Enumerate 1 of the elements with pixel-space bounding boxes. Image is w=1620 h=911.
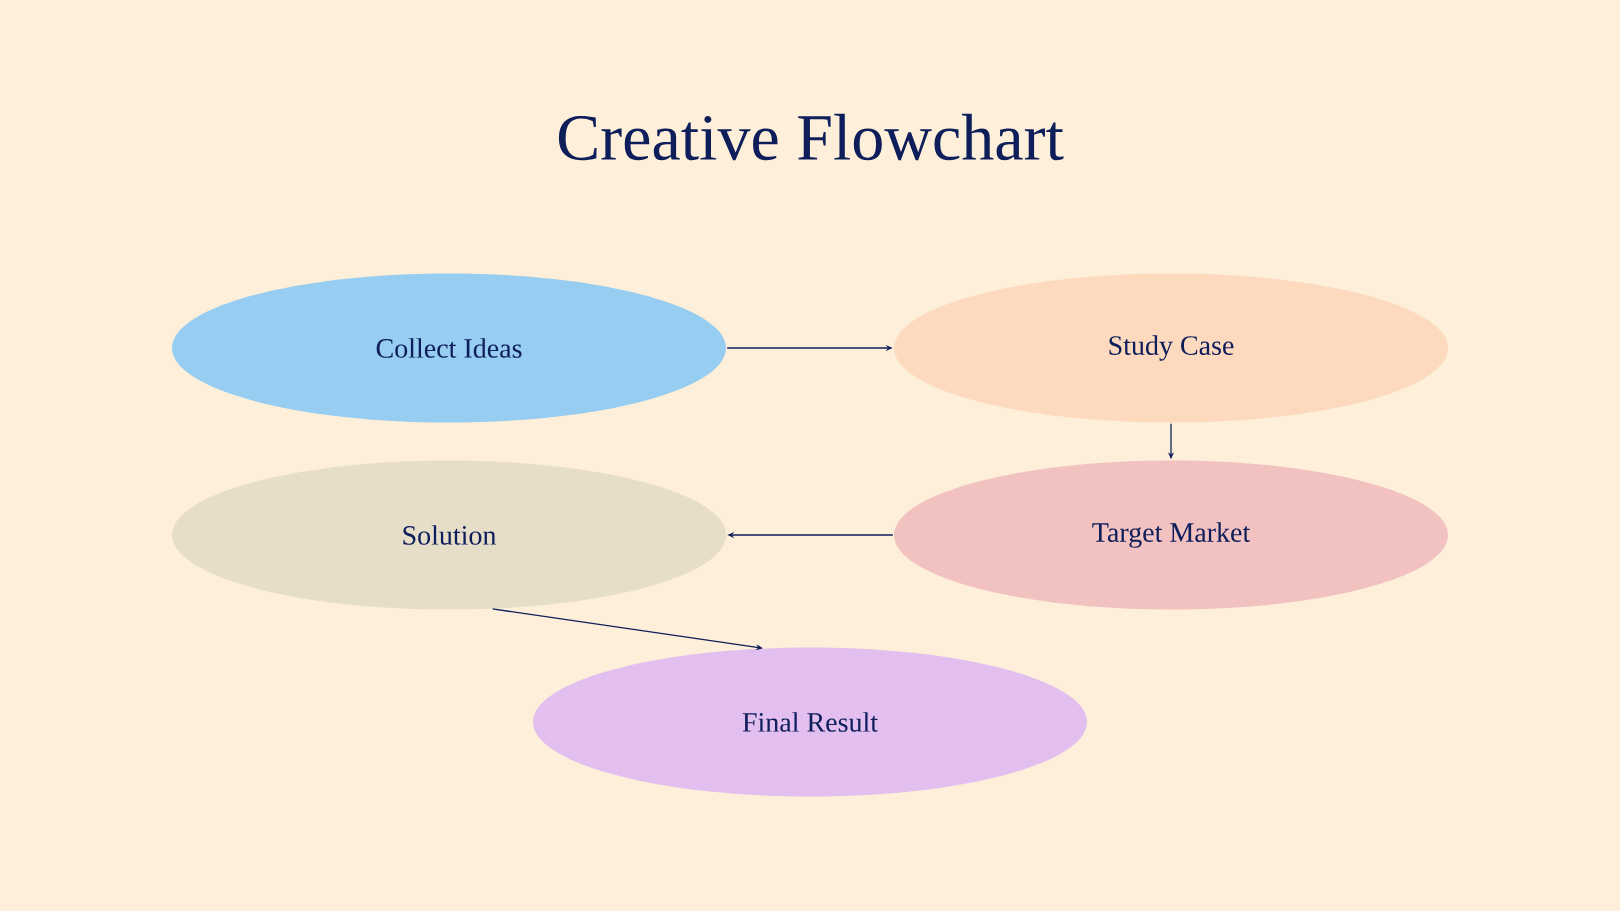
title: Creative Flowchart (558, 113, 1064, 161)
